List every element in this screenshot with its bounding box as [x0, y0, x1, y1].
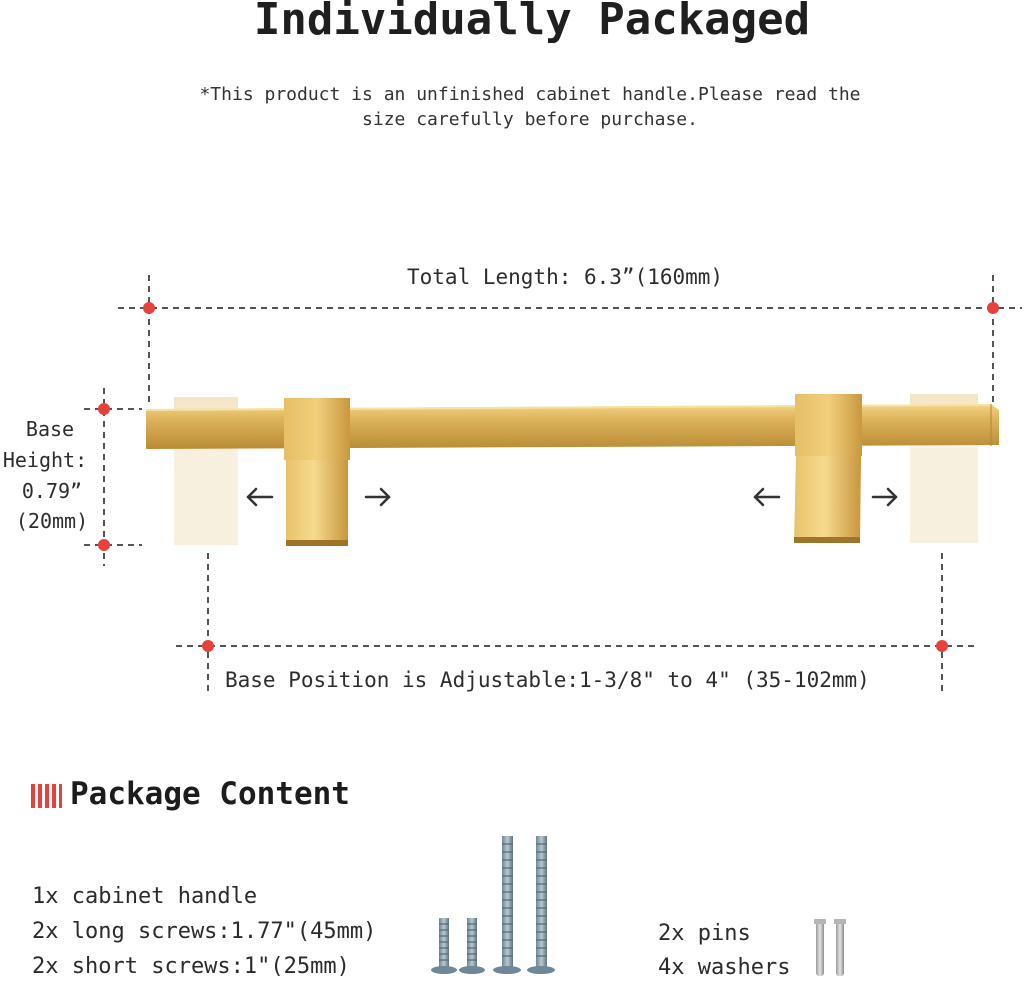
section-marker-icon — [31, 784, 62, 808]
base-height-guide — [84, 388, 142, 566]
long-screw-icon — [493, 836, 521, 974]
marker-dot — [143, 302, 155, 314]
total-length-guide — [118, 275, 1022, 402]
base-height-label: Base — [25, 417, 75, 441]
arrow-right-icon — [364, 487, 391, 507]
pin-icon — [814, 919, 826, 976]
package-item: 2x long screws:1.77"(45mm) — [32, 919, 377, 944]
marker-dot — [202, 640, 214, 652]
package-item: 4x washers — [658, 955, 791, 980]
arrow-right-icon — [871, 487, 898, 507]
base-height-label: Height: — [2, 448, 88, 472]
handle-base-left — [284, 398, 350, 546]
arrow-left-icon — [753, 487, 781, 507]
marker-dot — [98, 403, 110, 415]
package-content-title: Package Content — [70, 776, 350, 812]
base-height-label: (20mm) — [15, 509, 89, 533]
disclaimer-line-2: size carefully before purchase. — [362, 109, 698, 130]
marker-dot — [98, 539, 110, 551]
marker-dot — [936, 640, 948, 652]
base-position-label: Base Position is Adjustable:1-3/8" to 4"… — [222, 668, 873, 692]
arrow-left-icon — [246, 487, 274, 507]
package-item: 2x pins — [658, 921, 751, 946]
package-item: 1x cabinet handle — [32, 884, 258, 909]
short-screw-icon — [431, 918, 457, 974]
marker-dot — [987, 302, 999, 314]
package-item: 2x short screws:1"(25mm) — [32, 954, 350, 979]
total-length-label: Total Length: 6.3”(160mm) — [403, 265, 728, 289]
long-screw-icon — [527, 836, 555, 974]
handle-bar — [145, 404, 999, 449]
pin-icon — [834, 919, 846, 976]
page-title: Individually Packaged — [253, 0, 811, 45]
adjust-arrows — [246, 487, 898, 507]
base-height-label: 0.79” — [21, 479, 83, 503]
handle-base-right — [794, 394, 862, 543]
base-position-guide — [176, 553, 975, 692]
short-screw-icon — [459, 918, 485, 974]
disclaimer-line-1: *This product is an unfinished cabinet h… — [199, 84, 861, 105]
